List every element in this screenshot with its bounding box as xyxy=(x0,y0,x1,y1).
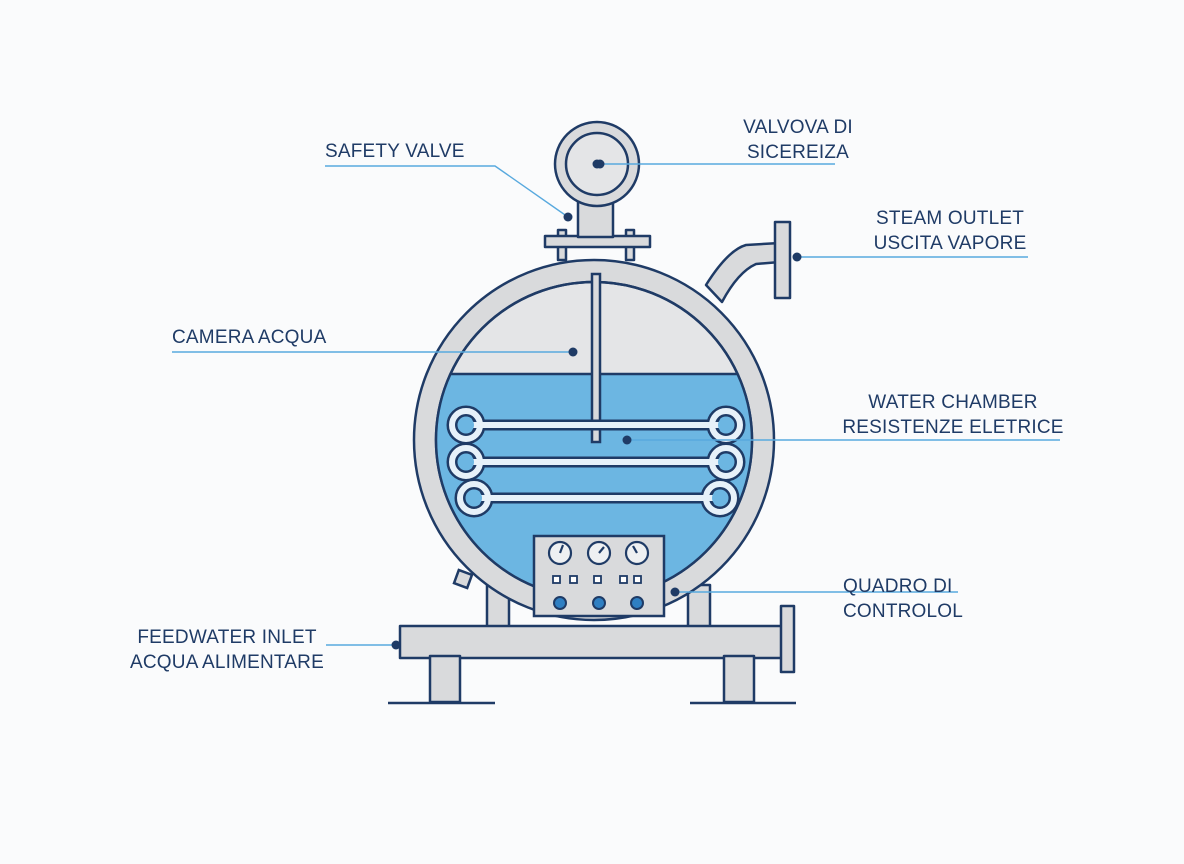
leader-safety-valve xyxy=(325,165,569,218)
label-water-chamber-line-2: RESISTENZE ELETRICE xyxy=(842,417,1064,438)
label-quadro-controllo: QUADRO DI CONTROLOL xyxy=(843,574,963,624)
label-steam-outlet-line-2: USCITA VAPORE xyxy=(873,233,1027,254)
label-feedwater-line-1: FEEDWATER INLET xyxy=(137,627,317,648)
control-panel xyxy=(532,534,666,618)
leader-dots xyxy=(391,159,802,650)
level-probe xyxy=(590,272,602,444)
label-valvola-line-1: VALVOVA DI xyxy=(743,117,853,138)
label-safety-valve-line-1: SAFETY VALVE xyxy=(325,141,465,162)
label-steam-outlet-line-1: STEAM OUTLET xyxy=(875,208,1025,229)
safety-valve xyxy=(543,120,652,262)
label-water-chamber: WATER CHAMBER RESISTENZE ELETRICE xyxy=(840,390,1066,440)
label-quadro-line-2: CONTROLOL xyxy=(843,601,964,622)
label-water-chamber-line-1: WATER CHAMBER xyxy=(868,392,1038,413)
steam-outlet-pipe xyxy=(704,220,792,304)
label-feedwater-inlet: FEEDWATER INLET ACQUA ALIMENTARE xyxy=(118,625,336,675)
label-valvola-sicurezza: VALVOVA DI SICEREIZA xyxy=(733,115,863,165)
indicator-lights xyxy=(552,575,642,584)
label-camera-acqua-line-1: CAMERA ACQUA xyxy=(172,327,327,348)
label-valvola-line-2: SICEREIZA xyxy=(746,142,850,163)
label-steam-outlet: STEAM OUTLET USCITA VAPORE xyxy=(860,206,1040,256)
heating-coil-icon xyxy=(446,405,746,518)
label-safety-valve: SAFETY VALVE xyxy=(325,139,465,164)
label-camera-acqua: CAMERA ACQUA xyxy=(172,325,326,350)
support-base xyxy=(388,583,796,705)
knob-icon xyxy=(553,596,644,610)
leader-lines xyxy=(172,163,1060,646)
label-quadro-line-1: QUADRO DI xyxy=(843,576,953,597)
dial-gauge-icon xyxy=(547,540,650,566)
label-feedwater-line-2: ACQUA ALIMENTARE xyxy=(130,652,324,673)
